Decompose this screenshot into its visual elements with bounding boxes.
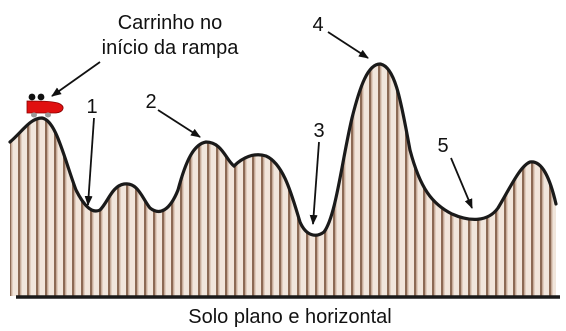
cart-caption-line2: início da rampa bbox=[102, 37, 240, 59]
ground-caption: Solo plano e horizontal bbox=[188, 306, 391, 328]
track-supports bbox=[10, 64, 556, 296]
cart-caption-line1: Carrinho no bbox=[118, 12, 223, 34]
point-arrow-4 bbox=[327, 31, 369, 59]
point-label-3: 3 bbox=[313, 120, 324, 142]
point-arrow-2 bbox=[157, 109, 201, 138]
point-label-1: 1 bbox=[86, 96, 97, 118]
cart-arrow bbox=[51, 61, 101, 97]
cart-icon bbox=[26, 93, 64, 118]
point-label-4: 4 bbox=[312, 14, 323, 36]
point-label-5: 5 bbox=[437, 135, 448, 157]
point-label-2: 2 bbox=[145, 91, 156, 113]
point-arrow-3 bbox=[309, 141, 320, 225]
point-arrow-1 bbox=[84, 117, 95, 206]
roller-coaster-track bbox=[8, 62, 558, 237]
point-arrow-5 bbox=[450, 157, 473, 209]
